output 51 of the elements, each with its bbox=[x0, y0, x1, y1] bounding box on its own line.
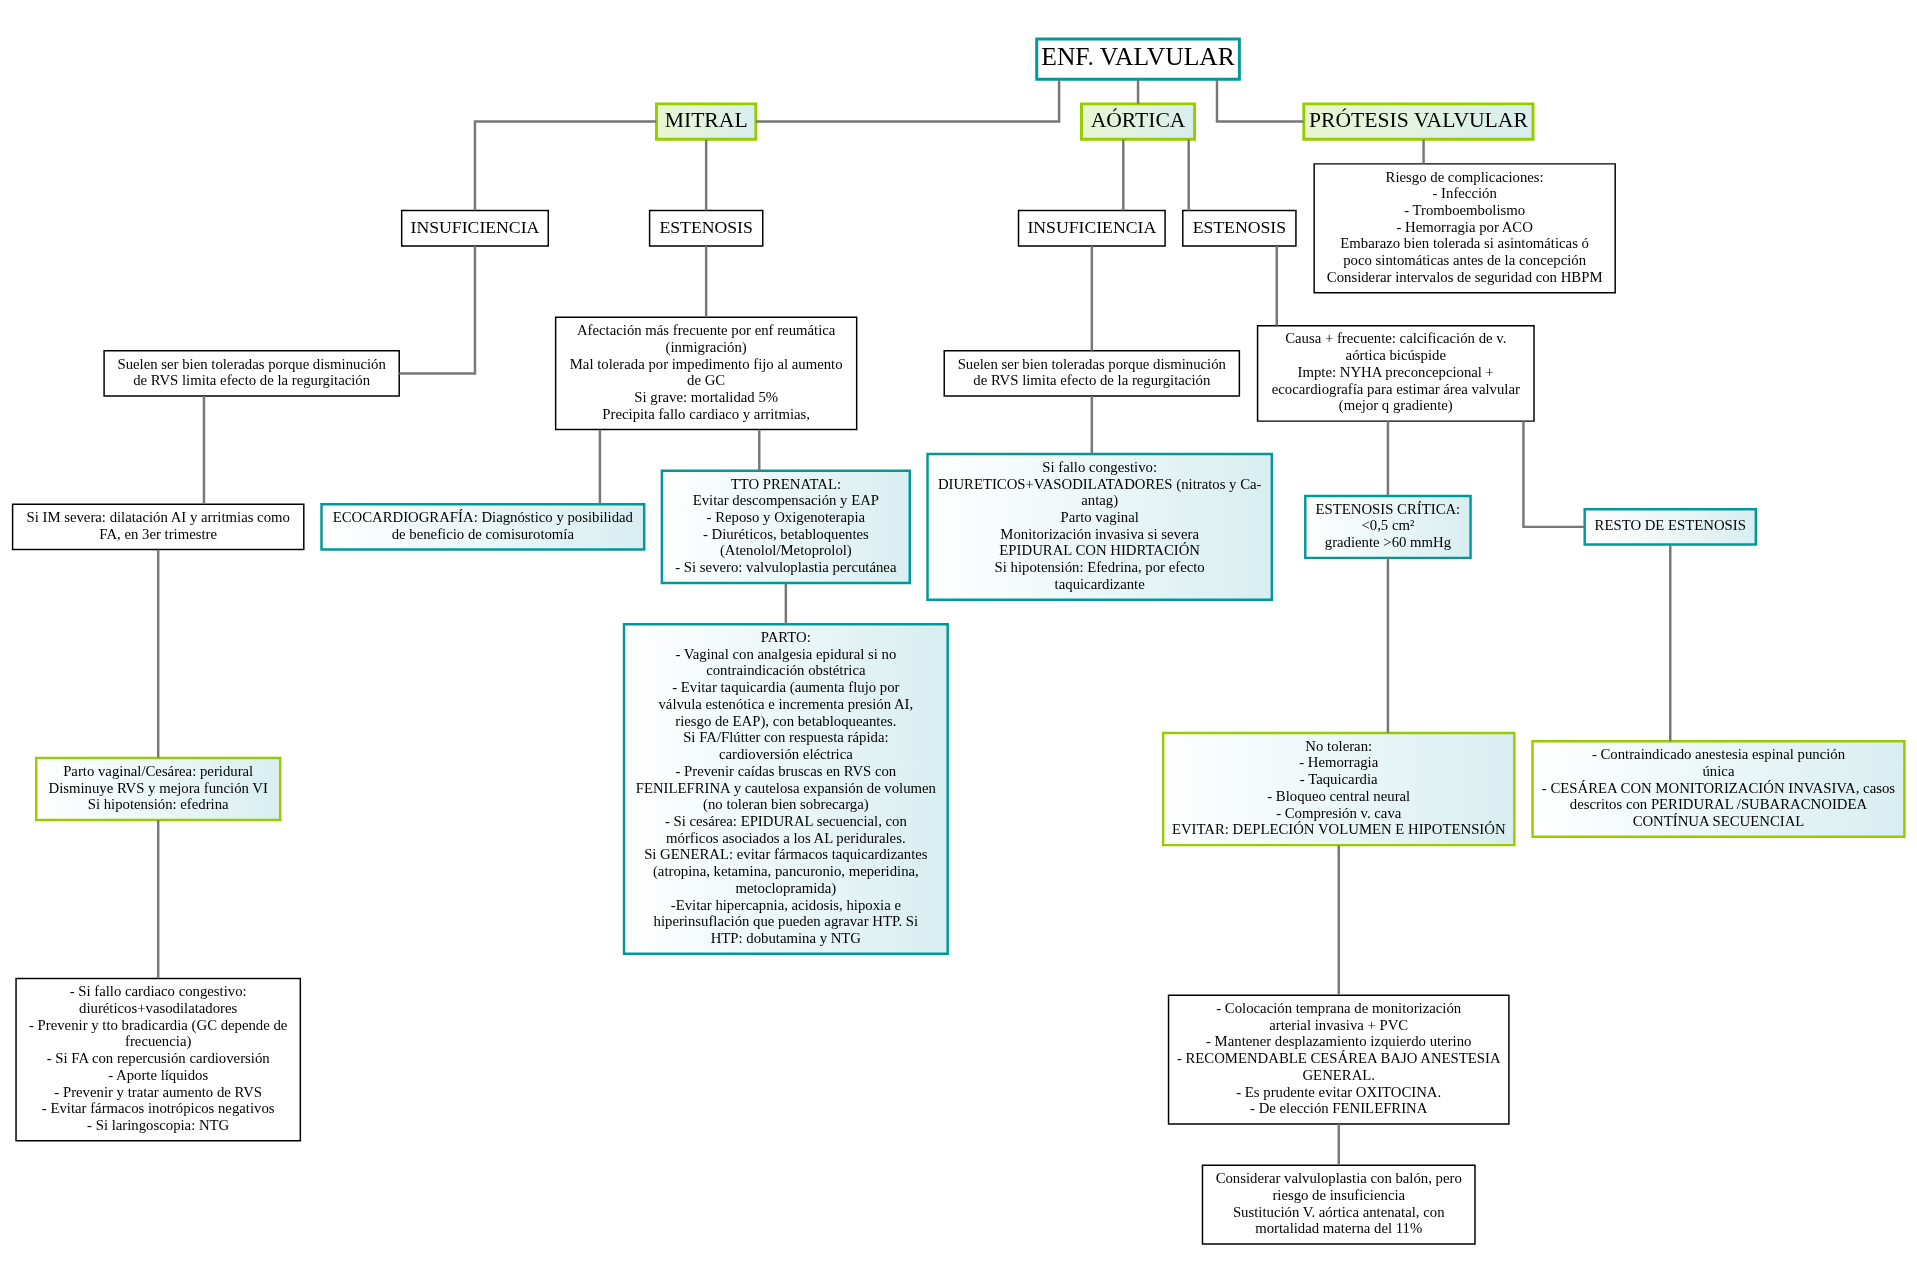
node-box: PRÓTESIS VALVULAR bbox=[1302, 101, 1535, 141]
connector bbox=[1422, 139, 1425, 164]
connector bbox=[156, 819, 160, 978]
connector bbox=[1522, 420, 1585, 528]
connector bbox=[1337, 1123, 1340, 1165]
node-box: ESTENOSIS CRÍTICA: <0,5 cm² gradiente >60 mmHg bbox=[1304, 494, 1472, 559]
node-box: Suelen ser bien toleradas porque disminución de RVS limita efecto de la regurgitación bbox=[943, 349, 1241, 397]
connector bbox=[704, 139, 708, 210]
connector bbox=[756, 79, 1061, 123]
connector bbox=[202, 395, 206, 504]
node-box: ECOCARDIOGRAFÍA: Diagnóstico y posibilidad de beneficio de comisurotomía bbox=[320, 502, 646, 551]
connector bbox=[1122, 139, 1125, 210]
connector bbox=[399, 245, 477, 375]
node-box: INSUFICIENCIA bbox=[1017, 209, 1166, 247]
connector bbox=[1386, 420, 1390, 496]
connector bbox=[1275, 245, 1278, 326]
connector bbox=[156, 549, 160, 758]
connector bbox=[1090, 395, 1094, 454]
node-box: ENF. VALVULAR bbox=[1035, 36, 1241, 81]
node-box: MITRAL bbox=[655, 101, 758, 141]
connector bbox=[1136, 79, 1140, 104]
connector bbox=[1386, 557, 1390, 733]
node-box: AÓRTICA bbox=[1080, 101, 1197, 141]
node-box: Parto vaginal/Cesárea: peridural Disminuye RVS y mejora función VI Si hipotensión: efedrina bbox=[35, 756, 282, 821]
connector bbox=[1187, 139, 1190, 210]
node-box: PARTO: - Vaginal con analgesia epidural si no contraindicación obstétrica - Evitar taquicardia (aumenta flujo por válvula estenótica e incrementa presión AI, riesgo de EAP), con betabloqueantes. Si FA/Flútter con respuesta rápida: cardioversión eléctrica - Prevenir caídas bruscas en RVS con FENILEFRINA y cautelosa expansión de volumen (no toleran bien sobrecarga) - Si cesárea: EPIDURAL secuencial, con mórficos asociados a los AL peridurales. Si GENERAL: evitar fármacos taquicardizantes (atropina, ketamina, pancuronio, meperidina, metoclopramida) -Evitar hipercapnia, acidosis, hipoxia e hiperinsuflación que pueden agravar HTP. Si HTP: dobutamina y NTG bbox=[622, 622, 949, 955]
connector bbox=[473, 119, 657, 210]
connector bbox=[1669, 544, 1672, 741]
connector bbox=[1090, 245, 1094, 351]
node-box: Considerar valvuloplastia con balón, pero riesgo de insuficiencia Sustitución V. aórtica antenatal, con mortalidad materna del 11% bbox=[1201, 1164, 1476, 1245]
node-box: No toleran: - Hemorragia - Taquicardia - Bloqueo central neural - Compresión v. cava EVITAR: DEPLECIÓN VOLUMEN E HIPOTENSIÓN bbox=[1161, 731, 1516, 846]
connector bbox=[784, 582, 788, 624]
node-box: - Colocación temprana de monitorización arterial invasiva + PVC - Mantener desplazamiento izquierdo uterino - RECOMENDABLE CESÁREA BAJO ANESTESIA GENERAL. - Es prudente evitar OXITOCINA. - De elección FENILEFRINA bbox=[1167, 993, 1510, 1125]
connector bbox=[1215, 79, 1304, 123]
connector bbox=[598, 429, 602, 504]
node-box: RESTO DE ESTENOSIS bbox=[1583, 507, 1758, 546]
node-box: Riesgo de complicaciones: - Infección - Tromboembolismo - Hemorragia por ACO Embarazo bien tolerada si asintomáticas ó poco sintomáticas antes de la concepción Considerar intervalos de seguridad con HBPM bbox=[1313, 162, 1616, 293]
node-box: ESTENOSIS bbox=[1182, 209, 1297, 247]
node-box: Causa + frecuente: calcificación de v. aórtica bicúspide Impte: NYHA preconcepcional + ecocardiografía para estimar área valvular (mejor q gradiente) bbox=[1256, 324, 1535, 422]
node-box: Si fallo congestivo: DIURETICOS+VASODILATADORES (nitratos y Ca-antag) Parto vaginal Monitorización invasiva si severa EPIDURAL CON HIDRTACIÓN Si hipotensión: Efedrina, por efecto taquicardizante bbox=[926, 452, 1274, 601]
connector bbox=[1337, 844, 1340, 995]
node-box: Afectación más frecuente por enf reumática (inmigración) Mal tolerada por impedimento fijo al aumento de GC Si grave: mortalidad 5% Precipita fallo cardiaco y arritmias, bbox=[554, 316, 858, 430]
node-box: Suelen ser bien toleradas porque disminución de RVS limita efecto de la regurgitación bbox=[103, 349, 400, 397]
node-box: INSUFICIENCIA bbox=[400, 209, 549, 247]
connector bbox=[704, 245, 708, 317]
node-box: Si IM severa: dilatación AI y arritmias como FA, en 3er trimestre bbox=[11, 503, 305, 550]
node-box: - Contraindicado anestesia espinal punción única - CESÁREA CON MONITORIZACIÓN INVASIVA, casos descritos con PERIDURAL /SUBARACNOIDEA CONTÍNUA SECUENCIAL bbox=[1531, 739, 1906, 838]
node-box: TTO PRENATAL: Evitar descompensación y EAP - Reposo y Oxigenoterapia - Diuréticos, betabloquentes (Atenolol/Metoprolol) - Si severo: valvuloplastia percutánea bbox=[660, 469, 912, 584]
connector bbox=[758, 429, 761, 471]
node-box: - Si fallo cardiaco congestivo: diuréticos+vasodilatadores - Prevenir y tto bradicardia (GC depende de frecuencia) - Si FA con repercusión cardioversión - Aporte líquidos - Prevenir y tratar aumento de RVS - Evitar fármacos inotrópicos negativos - Si laringoscopia: NTG bbox=[15, 977, 302, 1141]
node-box: ESTENOSIS bbox=[648, 209, 764, 247]
